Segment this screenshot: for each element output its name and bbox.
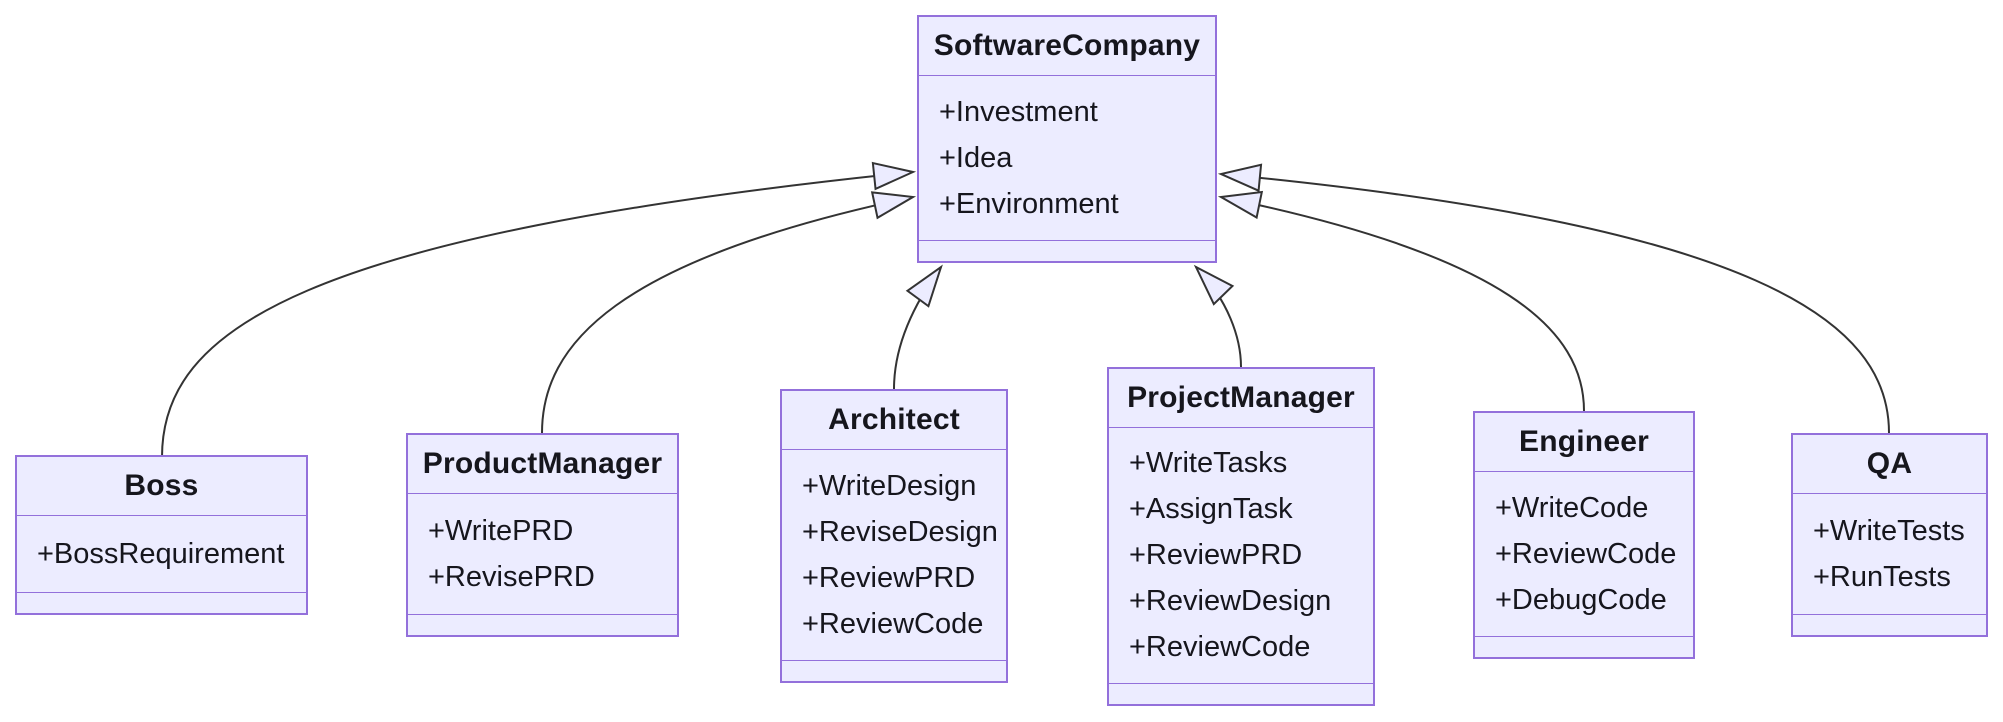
class-title-softwarecompany: SoftwareCompany bbox=[919, 17, 1215, 76]
class-member: +Environment bbox=[939, 187, 1119, 220]
class-members-productmanager: +WritePRD +RevisePRD bbox=[408, 494, 677, 615]
class-methods-empty bbox=[408, 615, 677, 635]
class-title-productmanager: ProductManager bbox=[408, 435, 677, 494]
class-member: +Investment bbox=[939, 95, 1098, 128]
class-title-boss: Boss bbox=[17, 457, 306, 516]
class-member: +BossRequirement bbox=[37, 537, 285, 570]
class-member: +WriteDesign bbox=[802, 469, 977, 502]
class-members-softwarecompany: +Investment +Idea +Environment bbox=[919, 76, 1215, 241]
class-member: +WriteTasks bbox=[1129, 447, 1288, 479]
class-member: +RevisePRD bbox=[428, 560, 595, 593]
class-member: +ReviewCode bbox=[1129, 631, 1311, 663]
class-methods-empty bbox=[1793, 615, 1986, 635]
edge-projectmanager-extends-softwarecompany bbox=[1193, 264, 1242, 368]
class-members-architect: +WriteDesign +ReviseDesign +ReviewPRD +R… bbox=[782, 450, 1006, 661]
class-member: +ReviewDesign bbox=[1129, 585, 1332, 617]
class-title-architect: Architect bbox=[782, 391, 1006, 450]
class-box-softwarecompany: SoftwareCompany +Investment +Idea +Envir… bbox=[917, 15, 1217, 263]
class-box-engineer: Engineer +WriteCode +ReviewCode +DebugCo… bbox=[1473, 411, 1695, 659]
class-member: +ReviewCode bbox=[1495, 537, 1677, 570]
class-methods-empty bbox=[17, 593, 306, 613]
class-member: +WriteCode bbox=[1495, 491, 1649, 524]
class-methods-empty bbox=[1475, 637, 1693, 657]
class-member: +ReviseDesign bbox=[802, 515, 998, 548]
class-box-qa: QA +WriteTests +RunTests bbox=[1791, 433, 1988, 637]
class-members-boss: +BossRequirement bbox=[17, 516, 306, 593]
class-members-engineer: +WriteCode +ReviewCode +DebugCode bbox=[1475, 472, 1693, 637]
class-member: +ReviewPRD bbox=[1129, 539, 1303, 571]
class-methods-empty bbox=[919, 241, 1215, 261]
edge-architect-extends-softwarecompany bbox=[893, 264, 943, 390]
edge-productmanager-extends-softwarecompany bbox=[541, 191, 917, 434]
class-member: +WritePRD bbox=[428, 514, 574, 547]
class-box-architect: Architect +WriteDesign +ReviseDesign +Re… bbox=[780, 389, 1008, 683]
class-member: +Idea bbox=[939, 141, 1013, 174]
class-methods-empty bbox=[1109, 684, 1373, 704]
class-box-boss: Boss +BossRequirement bbox=[15, 455, 308, 615]
class-methods-empty bbox=[782, 661, 1006, 681]
class-members-projectmanager: +WriteTasks +AssignTask +ReviewPRD +Revi… bbox=[1109, 428, 1373, 684]
class-member: +ReviewPRD bbox=[802, 561, 976, 594]
class-title-engineer: Engineer bbox=[1475, 413, 1693, 472]
class-members-qa: +WriteTests +RunTests bbox=[1793, 494, 1986, 615]
edge-engineer-extends-softwarecompany bbox=[1217, 190, 1585, 412]
class-box-productmanager: ProductManager +WritePRD +RevisePRD bbox=[406, 433, 679, 637]
edge-qa-extends-softwarecompany bbox=[1217, 163, 1890, 434]
class-box-projectmanager: ProjectManager +WriteTasks +AssignTask +… bbox=[1107, 367, 1375, 706]
class-title-qa: QA bbox=[1793, 435, 1986, 494]
class-title-projectmanager: ProjectManager bbox=[1109, 369, 1373, 428]
class-member: +DebugCode bbox=[1495, 583, 1667, 616]
class-member: +WriteTests bbox=[1813, 514, 1965, 547]
class-member: +ReviewCode bbox=[802, 607, 984, 640]
class-member: +RunTests bbox=[1813, 560, 1951, 593]
class-member: +AssignTask bbox=[1129, 493, 1293, 525]
edge-boss-extends-softwarecompany bbox=[161, 161, 917, 458]
